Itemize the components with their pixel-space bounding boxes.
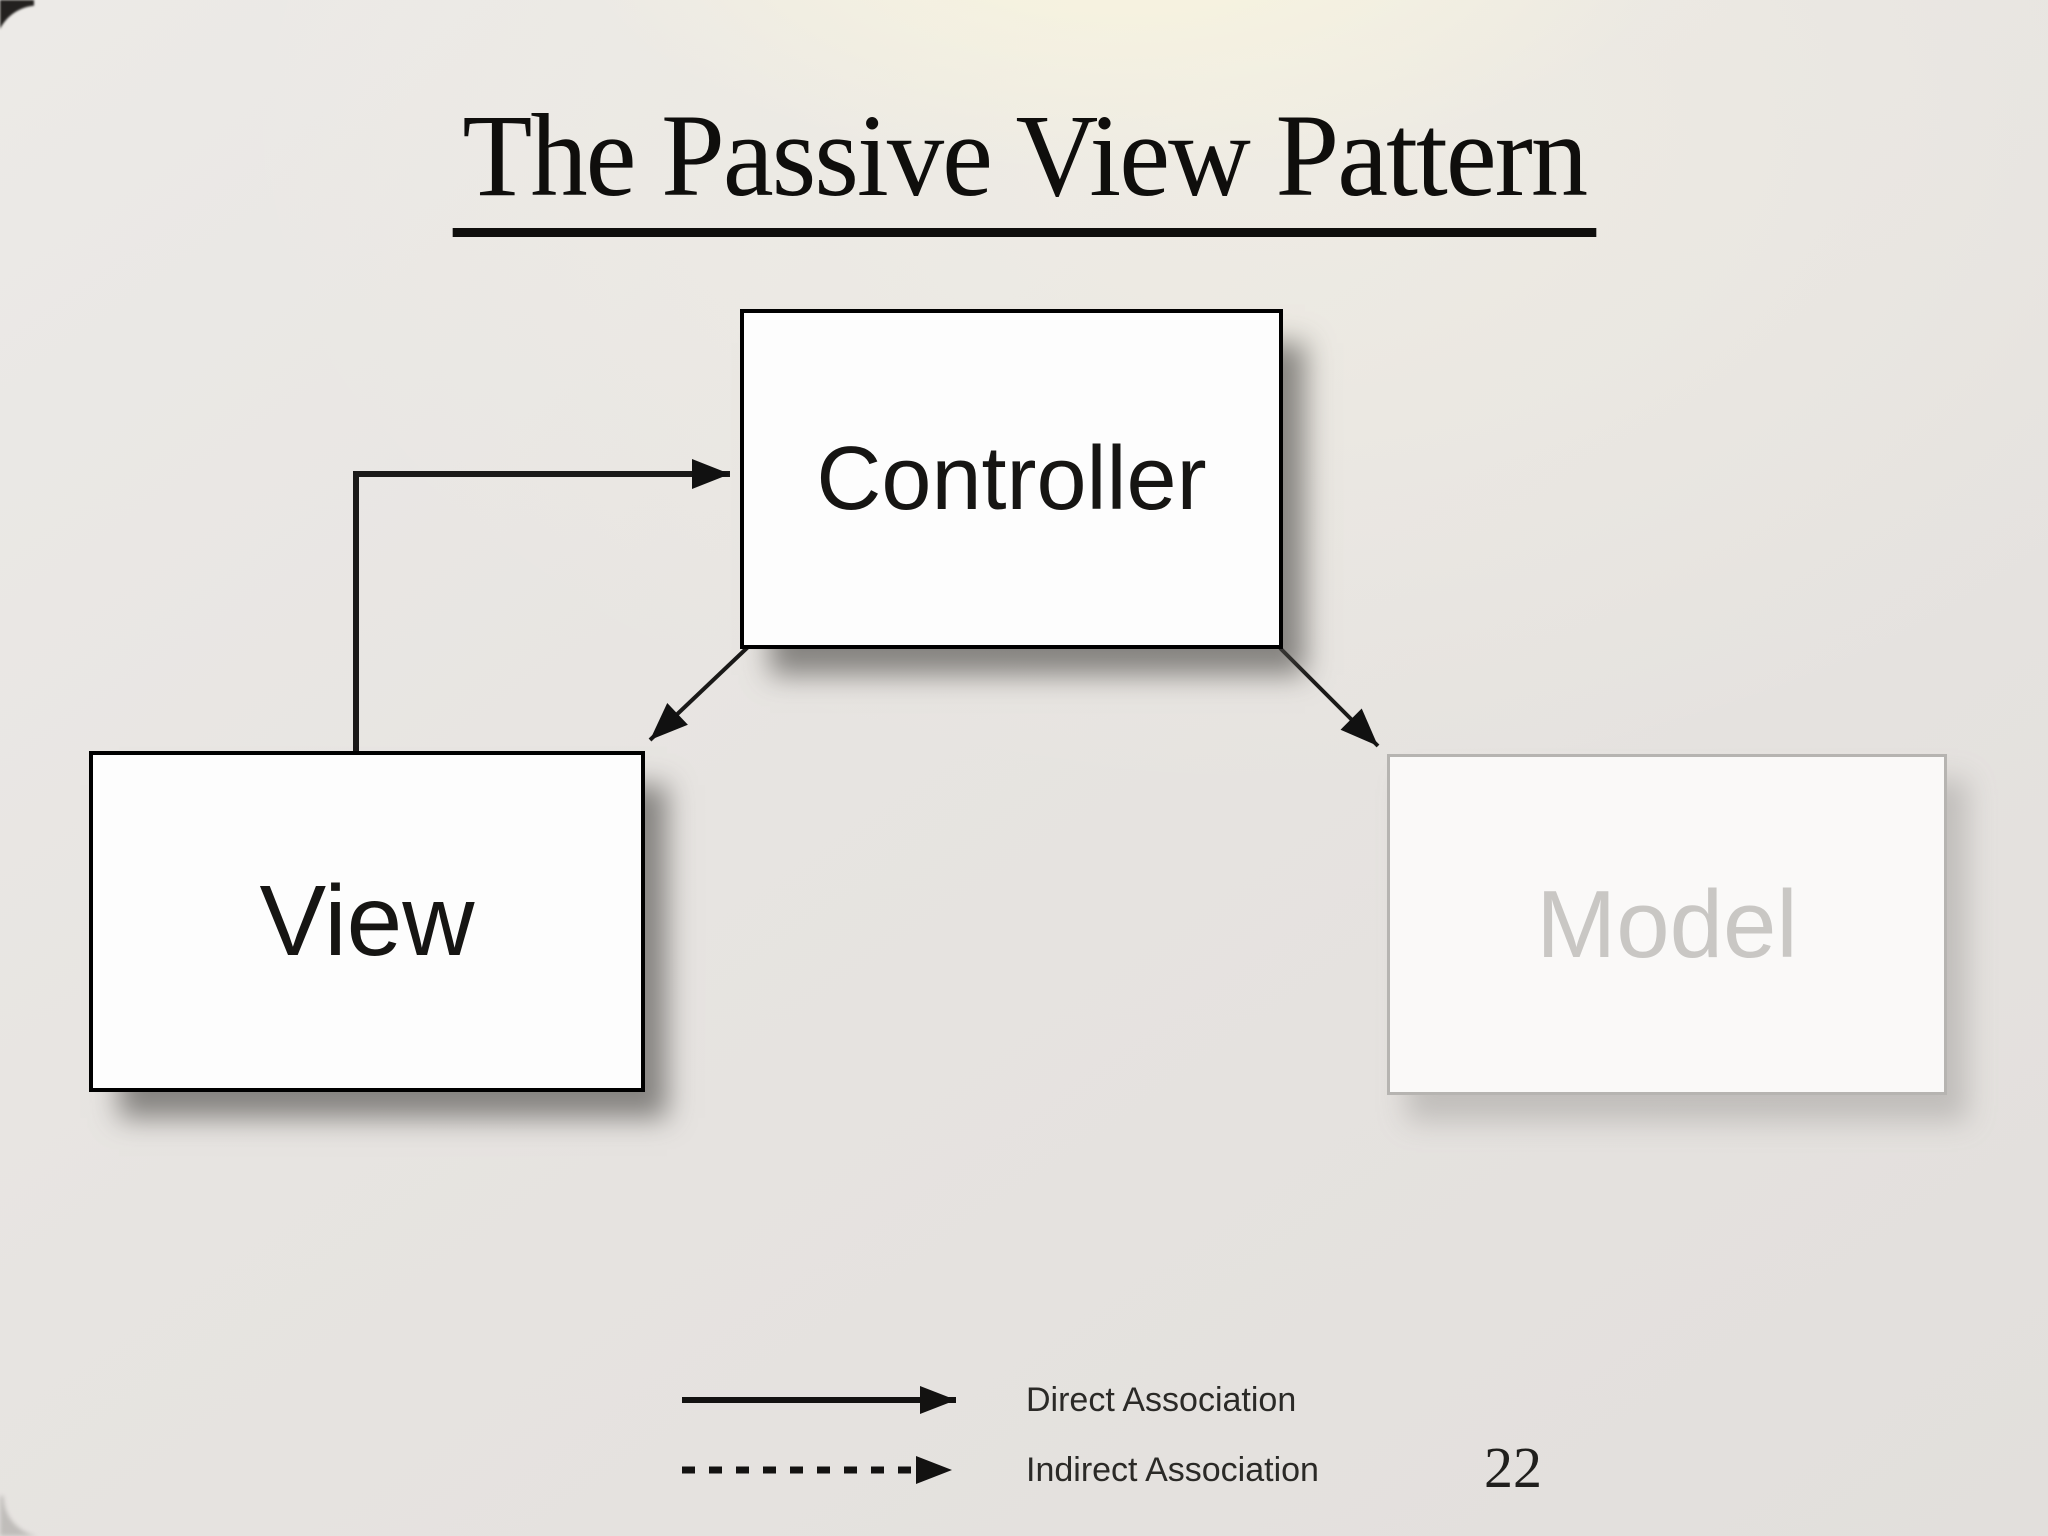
corner-smudge [0,1496,40,1536]
edge-controller-to-view [648,645,750,742]
legend-item-direct: Direct Association [676,1378,1296,1422]
legend-item-indirect: Indirect Association [676,1448,1319,1492]
legend-indirect-label: Indirect Association [1026,1450,1319,1489]
title-container: The Passive View Pattern [0,84,2048,237]
node-view: View [89,751,645,1092]
legend-direct-label: Direct Association [1026,1380,1297,1419]
node-model: Model [1387,754,1947,1095]
page-number: 22 [1484,1435,1542,1500]
node-controller: Controller [740,309,1283,649]
node-controller-label: Controller [816,428,1207,529]
edge-controller-to-model [1278,646,1380,748]
node-view-label: View [259,865,475,977]
solid-arrow-icon [682,1386,956,1414]
edge-view-to-controller [353,459,730,753]
page-title: The Passive View Pattern [452,84,1596,237]
dashed-arrow-icon [682,1456,952,1484]
page-curl-corner [0,0,34,46]
node-model-label: Model [1536,870,1798,978]
